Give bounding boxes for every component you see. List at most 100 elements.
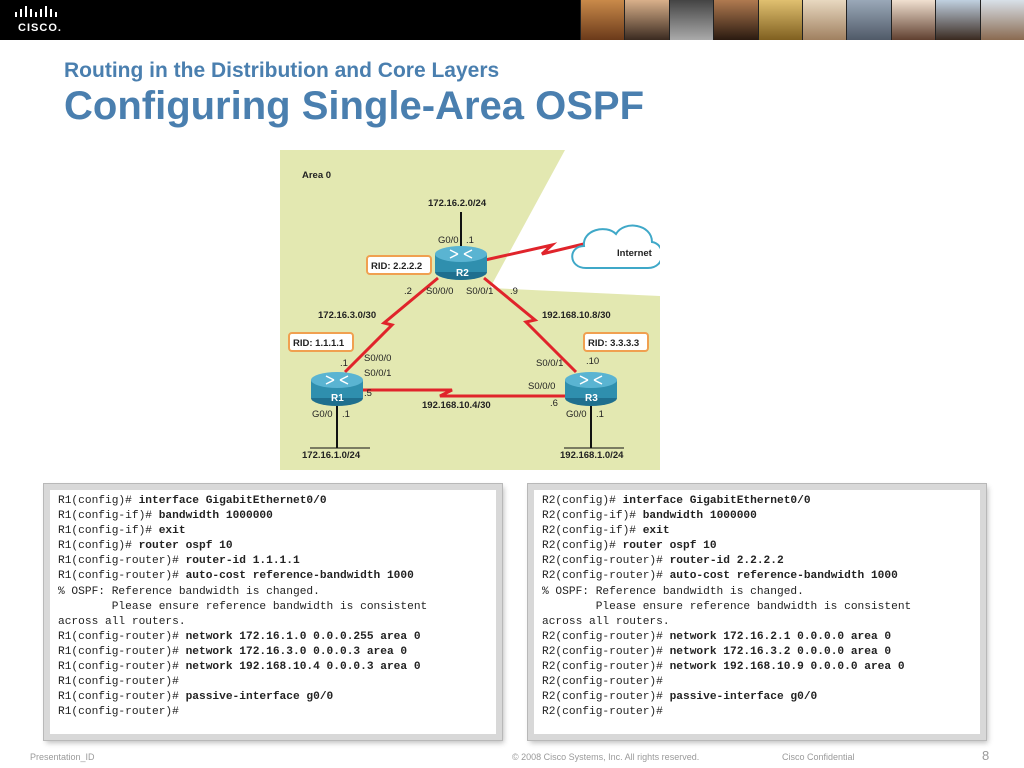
config-prompt: R2(config-router)#: [542, 630, 670, 643]
router-r2-icon: R2: [435, 246, 487, 280]
r3-g00-ip: .1: [596, 409, 604, 420]
config-line: R2(config-router)# network 172.16.3.2 0.…: [542, 645, 972, 660]
config-line: R2(config-router)# auto-cost reference-b…: [542, 569, 972, 584]
r1-g00-ip: .1: [342, 409, 350, 420]
photo-3: [668, 0, 714, 40]
config-prompt: R2(config)#: [542, 540, 623, 553]
config-command: interface GigabitEthernet0/0: [622, 495, 811, 507]
r2-config-code: R2(config)# interface GigabitEthernet0/0…: [534, 490, 980, 724]
config-command: bandwidth 1000000: [158, 510, 273, 523]
config-command: router ospf 10: [622, 540, 717, 553]
config-command: router ospf 10: [138, 540, 233, 553]
config-command: interface GigabitEthernet0/0: [138, 495, 327, 507]
config-line: R1(config-if)# exit: [58, 524, 488, 539]
config-prompt: R2(config-router)#: [542, 691, 670, 704]
config-command: network 192.168.10.9 0.0.0.0 area 0: [669, 661, 905, 674]
config-line: R2(config-router)# network 172.16.2.1 0.…: [542, 630, 972, 645]
config-command: router-id 2.2.2.2: [669, 555, 784, 568]
config-line: R2(config-if)# bandwidth 1000000: [542, 509, 972, 524]
photo-8: [890, 0, 936, 40]
config-prompt: R1(config-router)#: [58, 691, 186, 704]
net-172-16-3-0: 172.16.3.0/30: [318, 310, 376, 321]
config-prompt: R1(config)#: [58, 495, 139, 507]
r3-s000-ip: .6: [550, 398, 558, 409]
cisco-bars-icon: [15, 6, 57, 17]
config-line: R1(config-router)# network 172.16.3.0 0.…: [58, 645, 488, 660]
config-prompt: R1(config-router)#: [58, 676, 179, 689]
cisco-logo: CISCO.: [10, 4, 70, 36]
top-banner: CISCO.: [0, 0, 1024, 40]
config-command: network 172.16.3.2 0.0.0.0 area 0: [669, 645, 892, 658]
r1-g00-label: G0/0: [312, 409, 333, 420]
config-prompt: R1(config-router)#: [58, 570, 186, 583]
r3-s000-label: S0/0/0: [528, 381, 555, 392]
config-line: R2(config-router)#: [542, 675, 972, 690]
page-number: 8: [982, 748, 990, 763]
photo-5: [757, 0, 803, 40]
rid-r1-label: RID: 1.1.1.1: [293, 338, 345, 349]
config-line: R1(config-if)# bandwidth 1000000: [58, 509, 488, 524]
config-command: passive-interface g0/0: [185, 691, 334, 704]
r1-s001-label: S0/0/1: [364, 368, 391, 379]
photo-9: [935, 0, 980, 40]
config-line: R2(config-router)# network 192.168.10.9 …: [542, 660, 972, 675]
r1-s000-ip: .1: [340, 358, 348, 369]
slide-title: Configuring Single-Area OSPF: [64, 84, 645, 128]
config-line: R2(config)# router ospf 10: [542, 539, 972, 554]
rid-r3-box: [583, 332, 649, 352]
config-prompt: R1(config-if)#: [58, 510, 159, 523]
cisco-wordmark: CISCO.: [18, 22, 62, 34]
r2-g00-ip: .1: [466, 235, 474, 246]
config-prompt: R2(config-router)#: [542, 676, 663, 689]
config-line: R1(config-router)# auto-cost reference-b…: [58, 569, 488, 584]
photo-10: [979, 0, 1024, 40]
config-prompt: R1(config-if)#: [58, 525, 159, 538]
net-192-168-10-4: 192.168.10.4/30: [422, 400, 491, 411]
config-line: R1(config-router)#: [58, 705, 488, 720]
r1-config-code: R1(config)# interface GigabitEthernet0/0…: [50, 490, 496, 724]
config-line: R2(config-router)# passive-interface g0/…: [542, 690, 972, 705]
photo-6: [802, 0, 847, 40]
link-r2-internet: [484, 240, 593, 262]
config-command: network 172.16.1.0 0.0.0.255 area 0: [185, 630, 421, 643]
config-prompt: R1(config-router)#: [58, 630, 186, 643]
config-prompt: R2(config-router)#: [542, 555, 670, 568]
router-r1-name: R1: [331, 393, 344, 404]
slide-subtitle: Routing in the Distribution and Core Lay…: [64, 59, 500, 82]
config-prompt: R2(config-router)#: [542, 645, 670, 658]
config-line: Please ensure reference bandwidth is con…: [58, 600, 488, 615]
r2-s000-label: S0/0/0: [426, 286, 453, 297]
config-prompt: across all routers.: [58, 615, 186, 628]
config-prompt: R2(config-router)#: [542, 661, 670, 674]
router-r3-icon: R3: [565, 372, 617, 406]
config-prompt: R2(config-router)#: [542, 706, 663, 719]
config-line: R1(config)# router ospf 10: [58, 539, 488, 554]
config-prompt: % OSPF: Reference bandwidth is changed.: [58, 585, 320, 598]
photo-2: [624, 0, 669, 40]
config-prompt: R2(config-router)#: [542, 570, 670, 583]
config-line: R2(config)# interface GigabitEthernet0/0: [542, 494, 972, 509]
area-0-label: Area 0: [302, 170, 331, 181]
config-prompt: R1(config-router)#: [58, 706, 179, 719]
config-command: network 172.16.3.0 0.0.0.3 area 0: [185, 645, 408, 658]
config-line: R2(config-router)# router-id 2.2.2.2: [542, 554, 972, 569]
config-line: R1(config-router)#: [58, 675, 488, 690]
config-line: R2(config-if)# exit: [542, 524, 972, 539]
rid-r3-label: RID: 3.3.3.3: [588, 338, 639, 349]
config-prompt: R1(config)#: [58, 540, 139, 553]
net-172-16-2-0: 172.16.2.0/24: [428, 198, 487, 209]
config-prompt: R1(config-router)#: [58, 661, 186, 674]
link-r1-r2: [343, 276, 439, 374]
config-line: % OSPF: Reference bandwidth is changed.: [542, 585, 972, 600]
config-prompt: Please ensure reference bandwidth is con…: [542, 600, 912, 613]
config-line: R2(config-router)#: [542, 705, 972, 720]
config-line: R1(config-router)# passive-interface g0/…: [58, 690, 488, 705]
net-192-168-1-0: 192.168.1.0/24: [560, 450, 624, 461]
config-line: R1(config)# interface GigabitEthernet0/0: [58, 494, 488, 509]
router-r2-name: R2: [456, 268, 469, 279]
config-command: network 172.16.2.1 0.0.0.0 area 0: [669, 630, 892, 643]
config-command: network 192.168.10.4 0.0.0.3 area 0: [185, 661, 421, 674]
config-command: auto-cost reference-bandwidth 1000: [669, 570, 898, 583]
net-172-16-1-0: 172.16.1.0/24: [302, 450, 361, 461]
photo-7: [846, 0, 891, 40]
